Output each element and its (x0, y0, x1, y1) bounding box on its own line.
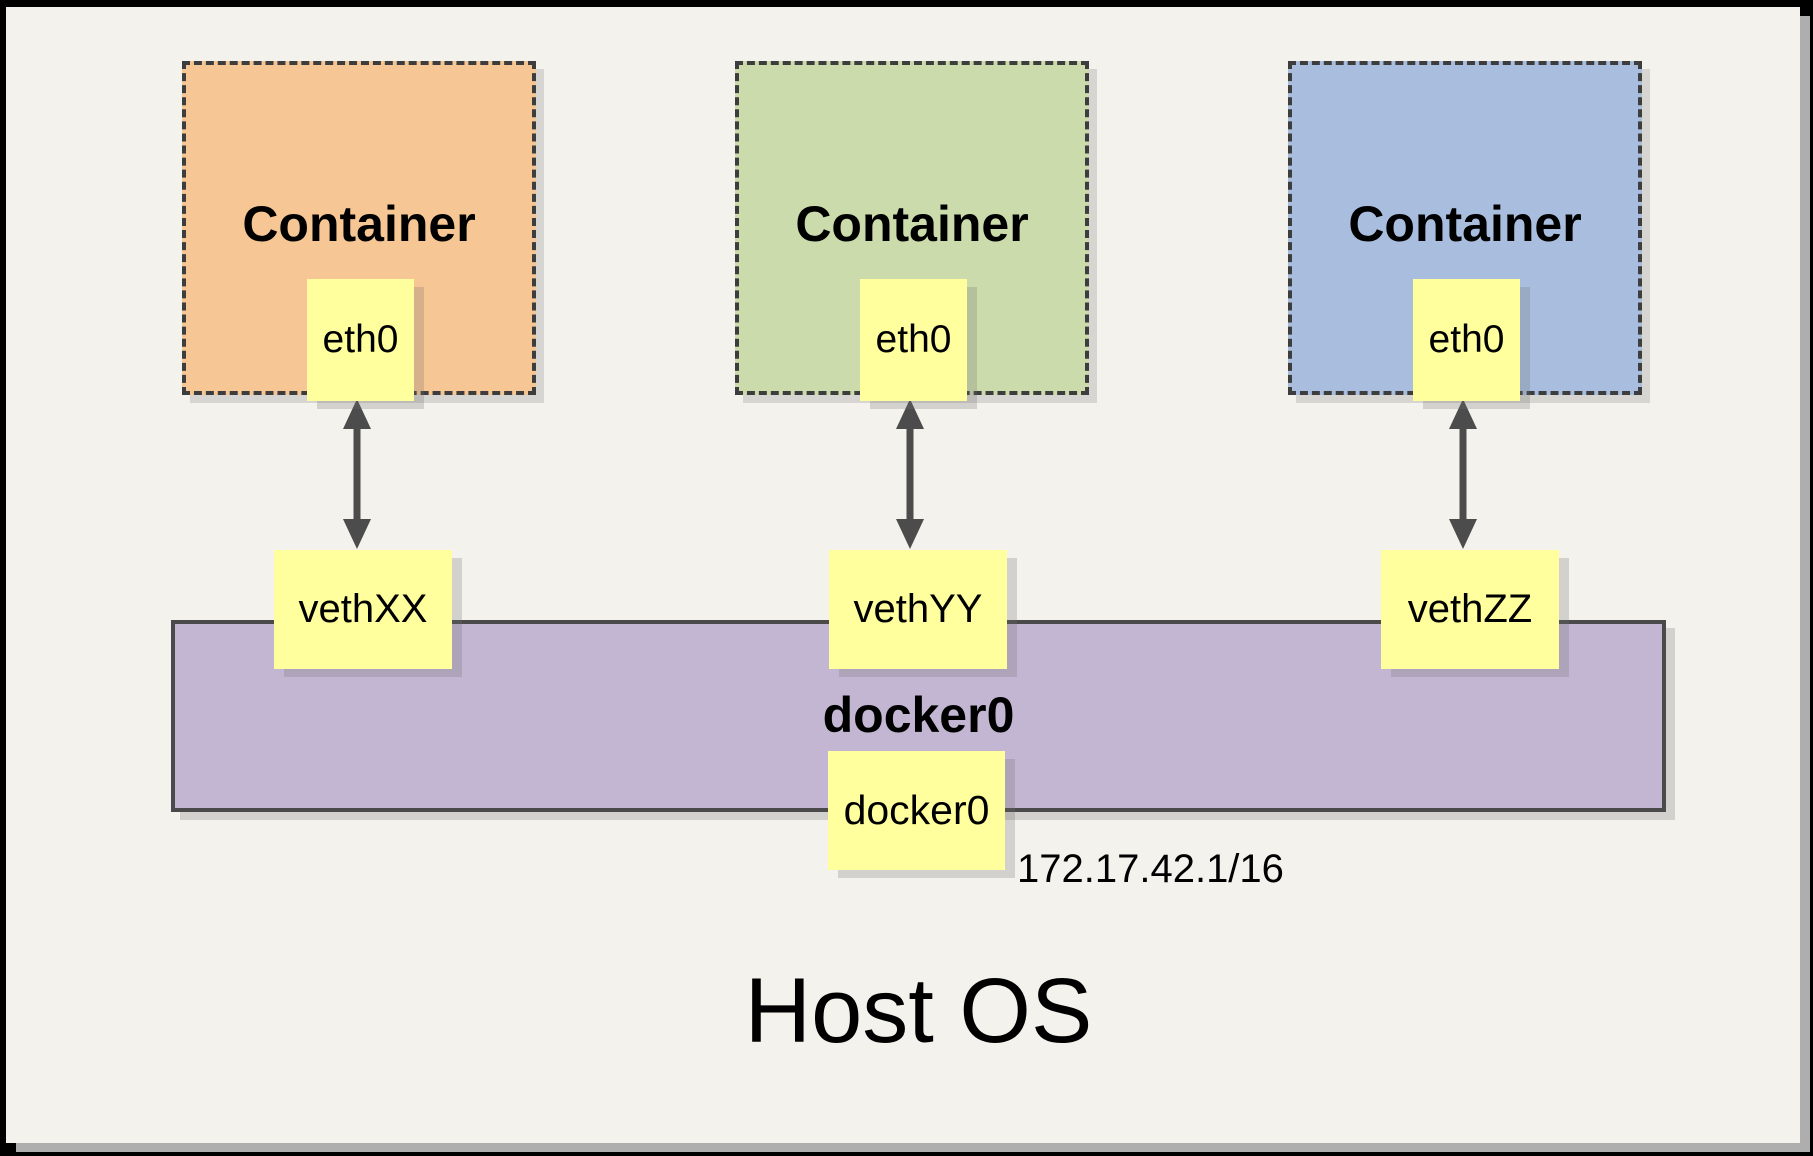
container-1-title: Container (242, 196, 476, 252)
eth0-note-1: eth0 (307, 279, 414, 401)
vethxx-label: vethXX (298, 587, 428, 631)
eth0-label-1: eth0 (322, 318, 399, 361)
docker0-interface-label: docker0 (843, 787, 990, 833)
docker0-bridge-title: docker0 (822, 687, 1015, 743)
host-os-title: Host OS (744, 960, 1093, 1062)
container-box-3: Container eth0 (1288, 61, 1642, 401)
eth0-note-2: eth0 (860, 279, 967, 401)
eth0-label-2: eth0 (875, 318, 952, 361)
docker0-interface-note: docker0 (828, 751, 1005, 870)
vethyy-label: vethYY (853, 587, 983, 631)
host-os-panel: Container eth0 Container eth0 Container … (6, 7, 1800, 1143)
double-arrow-icon-3 (1448, 398, 1478, 550)
vethzz-label: vethZZ (1407, 587, 1533, 631)
container-3-title: Container (1348, 196, 1582, 252)
container-box-2: Container eth0 (735, 61, 1089, 401)
eth0-label-3: eth0 (1428, 318, 1505, 361)
container-box-1: Container eth0 (182, 61, 536, 401)
container-2-title: Container (795, 196, 1029, 252)
vethxx-note: vethXX (274, 550, 452, 669)
double-arrow-icon-2 (895, 398, 925, 550)
eth0-note-3: eth0 (1413, 279, 1520, 401)
docker0-ip-address: 172.17.42.1/16 (1017, 847, 1284, 891)
double-arrow-icon-1 (342, 398, 372, 550)
vethyy-note: vethYY (829, 550, 1007, 669)
vethzz-note: vethZZ (1381, 550, 1559, 669)
